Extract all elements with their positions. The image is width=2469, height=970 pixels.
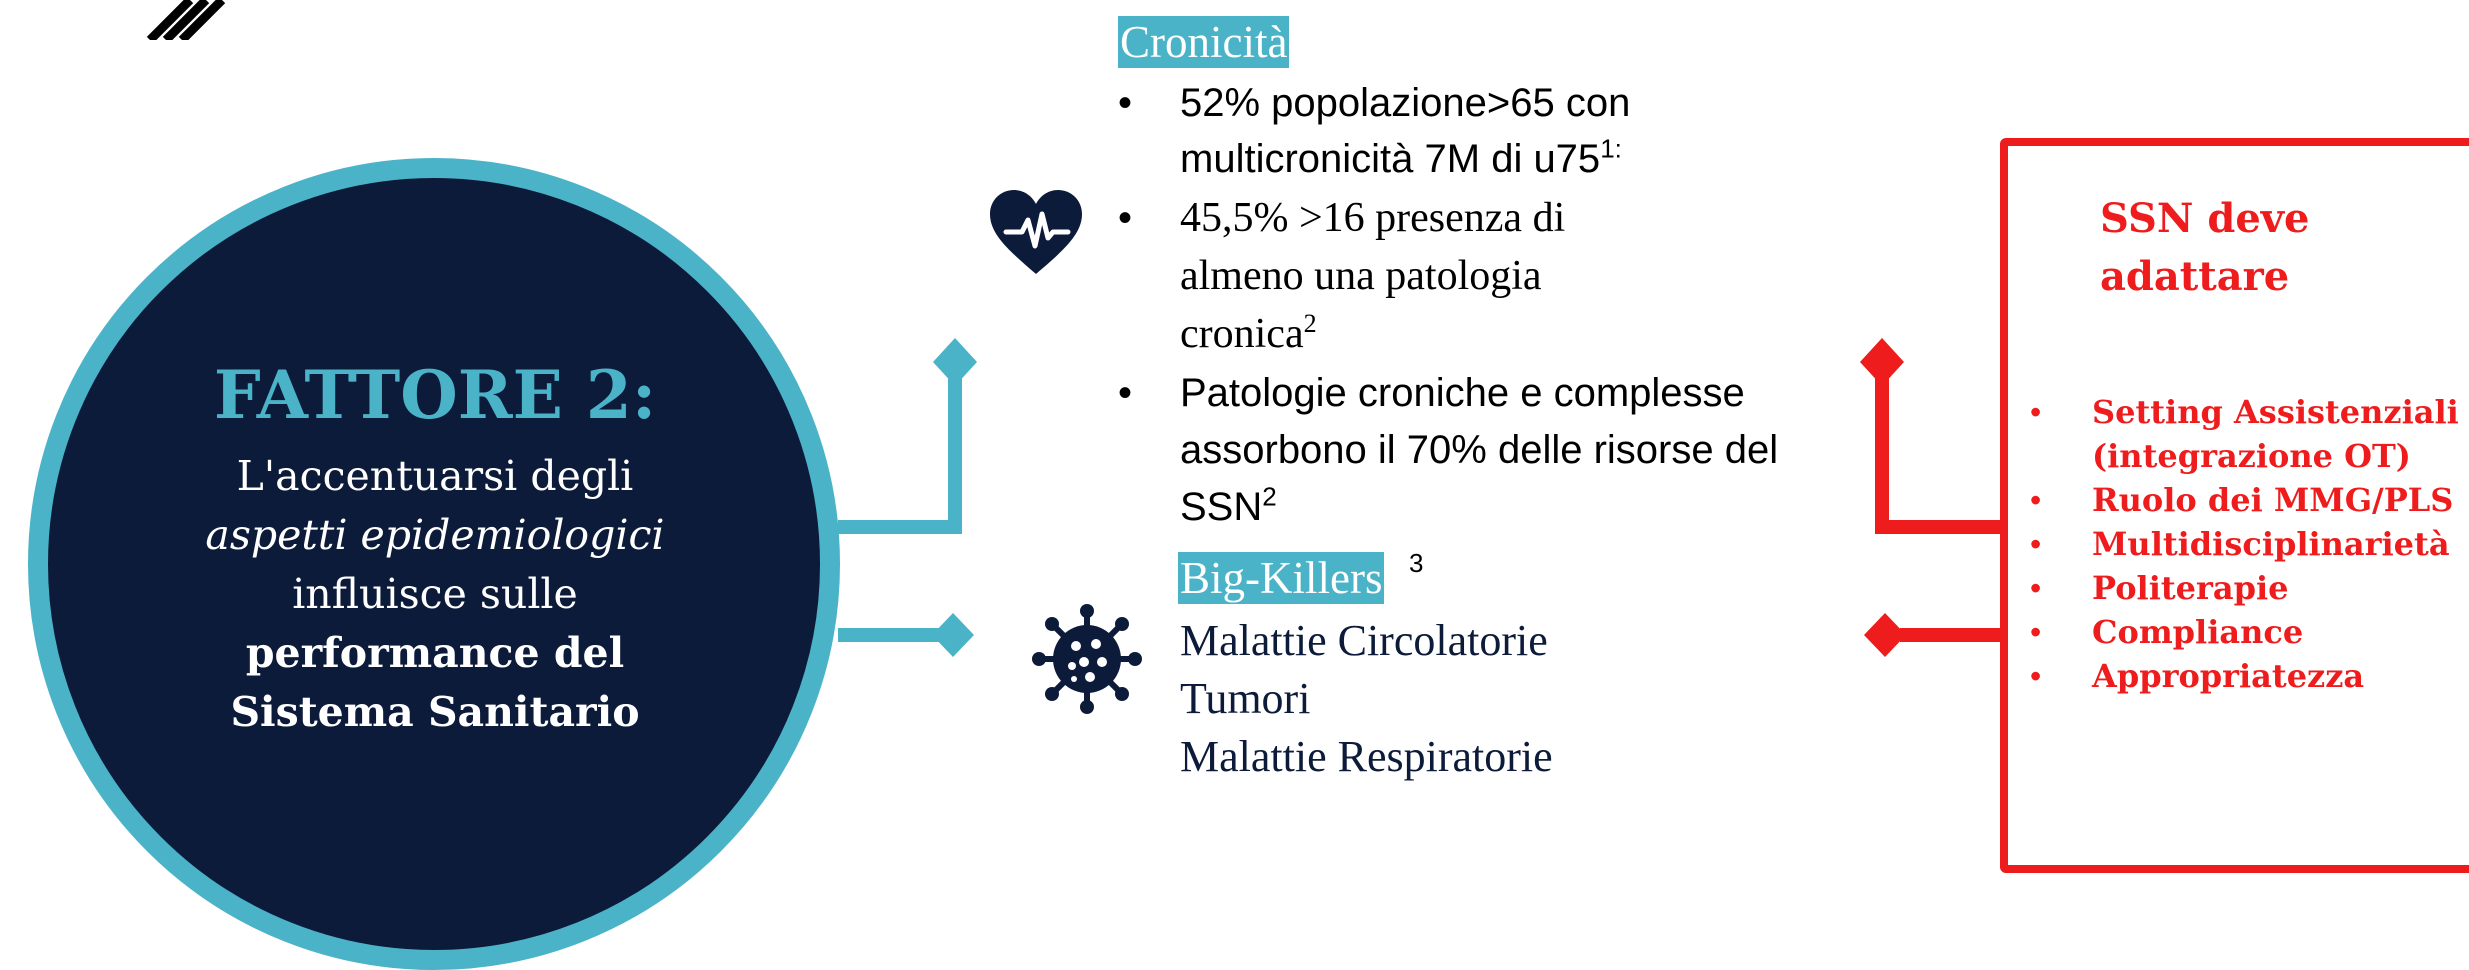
- ssn-item-4: Politerapie: [2092, 569, 2289, 607]
- bullet-dot: •: [1118, 81, 1133, 125]
- ssn-item-6: Appropriatezza: [2092, 657, 2365, 695]
- ssn-item-1: Setting Assistenziali: [2092, 393, 2459, 431]
- teal-diamond-lower: [932, 613, 974, 657]
- cronicita-bullet-3-line-3: SSN2: [1180, 481, 1277, 529]
- factor-line-2: aspetti epidemiologici: [205, 511, 665, 559]
- factor-circle: [28, 158, 840, 970]
- virus-icon: [1032, 604, 1142, 714]
- factor-line-5: Sistema Sanitario: [230, 688, 640, 736]
- ssn-box: [2000, 138, 2469, 873]
- factor-line-4: performance del: [245, 629, 625, 677]
- ssn-bullet-dot: •: [2030, 394, 2042, 430]
- big-killers-label: Big-Killers: [1178, 552, 1385, 604]
- ssn-title-line-1: SSN deve: [2100, 195, 2310, 242]
- big-killers-item-3: Malattie Respiratorie: [1180, 732, 1553, 781]
- red-connector-upper: [1875, 365, 2000, 534]
- teal-diamond-upper: [933, 338, 977, 386]
- ssn-bullet-dot: •: [2030, 526, 2042, 562]
- red-diamond-upper: [1860, 338, 1904, 386]
- ssn-bullet-dot: •: [2030, 482, 2042, 518]
- cronicita-bullet-3-line-2: assorbono il 70% delle risorse del: [1180, 428, 1779, 472]
- ssn-item-5: Compliance: [2092, 613, 2304, 651]
- heart-pulse-icon: [990, 190, 1082, 274]
- cronicita-bullet-2-line-2: almeno una patologia: [1180, 253, 1542, 299]
- red-diamond-lower: [1864, 613, 1906, 657]
- corner-stripes-icon: [146, 0, 226, 40]
- footnote-sup: 2: [1262, 481, 1277, 512]
- cronicita-bullet-2-line-1: 45,5% >16 presenza di: [1180, 195, 1566, 241]
- connector-lines: [838, 338, 2000, 657]
- cronicita-bullet-3-line-1: Patologie croniche e complesse: [1180, 371, 1745, 415]
- factor-line-3: influisce sulle: [292, 570, 578, 618]
- bullet-dot: •: [1118, 196, 1133, 240]
- bullet-dot: •: [1118, 371, 1133, 415]
- ssn-bullet-dot: •: [2030, 658, 2042, 694]
- footnote-sup: 2: [1303, 309, 1317, 338]
- ssn-item-1-cont: (integrazione OT): [2092, 437, 2411, 475]
- big-killers-item-1: Malattie Circolatorie: [1180, 616, 1548, 665]
- big-killers-item-2: Tumori: [1180, 674, 1311, 723]
- footnote-sup: 1:: [1600, 133, 1622, 164]
- big-killers-sup: 3: [1409, 548, 1424, 578]
- ssn-item-3: Multidisciplinarietà: [2092, 525, 2450, 563]
- ssn-bullet-dot: •: [2030, 570, 2042, 606]
- cronicita-bullet-2-line-3: cronica2: [1180, 309, 1317, 358]
- ssn-bullet-dot: •: [2030, 614, 2042, 650]
- teal-connector-upper: [838, 365, 962, 534]
- ssn-title-line-2: adattare: [2100, 253, 2290, 300]
- cronicita-label: Cronicità: [1118, 16, 1290, 68]
- ssn-item-2: Ruolo dei MMG/PLS: [2092, 481, 2454, 519]
- cronicita-bullet-1-line-1: 52% popolazione>65 con: [1180, 81, 1631, 125]
- factor-line-1: L'accentuarsi degli: [236, 452, 634, 500]
- cronicita-bullet-1-line-2: multicronicità 7M di u751:: [1180, 133, 1622, 181]
- factor-title: FATTORE 2:: [213, 356, 657, 434]
